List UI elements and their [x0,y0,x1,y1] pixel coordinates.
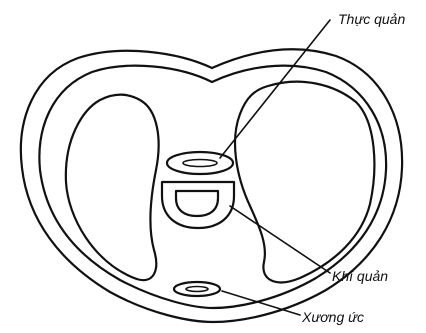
esophagus-label: Thực quản [338,11,405,27]
left-lung [66,95,159,280]
sternum-leader-line [222,291,300,315]
trachea-outer [162,182,234,228]
trachea-inner [176,191,218,216]
sternum-outer [174,282,220,296]
esophagus-leader-line [220,20,330,158]
trachea-label: Khí quản [332,268,388,284]
sternum-inner [186,287,208,292]
esophagus-inner [183,160,217,167]
trachea-leader-line [230,206,330,273]
sternum-label: Xương ức [301,309,364,325]
